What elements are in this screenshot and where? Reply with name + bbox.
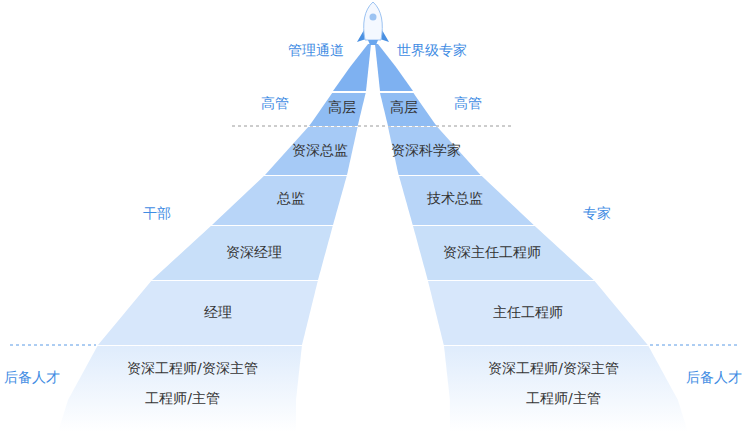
career-band: 经理 [98,281,318,345]
band-fill [265,127,358,175]
band-fill [388,127,481,175]
band-title: 工程师/主管 [145,390,220,407]
tier-label: 世界级专家 [397,42,467,59]
career-band: 主任工程师 [428,281,648,345]
band-title: 经理 [204,304,232,321]
band-fill [399,176,534,225]
tier-label: 高管 [454,95,482,112]
career-band: 资深总监 [265,127,358,175]
band-title: 高层 [328,99,356,116]
divider-line [10,345,96,346]
tier-label: 后备人才 [686,369,742,386]
band-title: 资深经理 [226,244,282,261]
tier-label: 专家 [583,205,611,222]
career-band: 资深科学家 [388,127,481,175]
band-title: 资深工程师/资深主管 [488,360,619,377]
band-fill [98,281,318,345]
band-fill [58,346,302,432]
band-fill [444,346,688,432]
band-title: 主任工程师 [493,304,563,321]
career-band: 资深工程师/资深主管工程师/主管 [444,346,688,432]
band-title: 资深科学家 [391,142,461,159]
tier-label: 高管 [261,95,289,112]
band-title: 资深总监 [292,142,348,159]
career-band: 资深经理 [152,226,333,280]
rocket [357,2,389,45]
career-band: 资深主任工程师 [413,226,594,280]
band-title: 工程师/主管 [526,390,601,407]
divider-line [650,345,737,346]
tier-label: 干部 [143,205,171,222]
divider-line [232,126,512,127]
band-title: 技术总监 [427,190,483,207]
career-band: 高层 [309,93,366,126]
band-fill [380,93,437,126]
band-fill [413,226,594,280]
band-shape [444,346,688,432]
tier-label: 管理通道 [288,42,344,59]
band-fill [212,176,347,225]
career-band: 总监 [212,176,347,225]
band-fill [309,93,366,126]
band-shape [58,346,302,432]
band-title: 高层 [390,99,418,116]
career-band: 技术总监 [399,176,534,225]
band-fill [152,226,333,280]
band-title: 资深主任工程师 [443,244,541,261]
tier-label: 后备人才 [4,369,60,386]
band-title: 资深工程师/资深主管 [127,360,258,377]
career-band: 资深工程师/资深主管工程师/主管 [58,346,302,432]
band-fill [428,281,648,345]
career-band: 高层 [380,93,437,126]
band-title: 总监 [277,190,305,207]
